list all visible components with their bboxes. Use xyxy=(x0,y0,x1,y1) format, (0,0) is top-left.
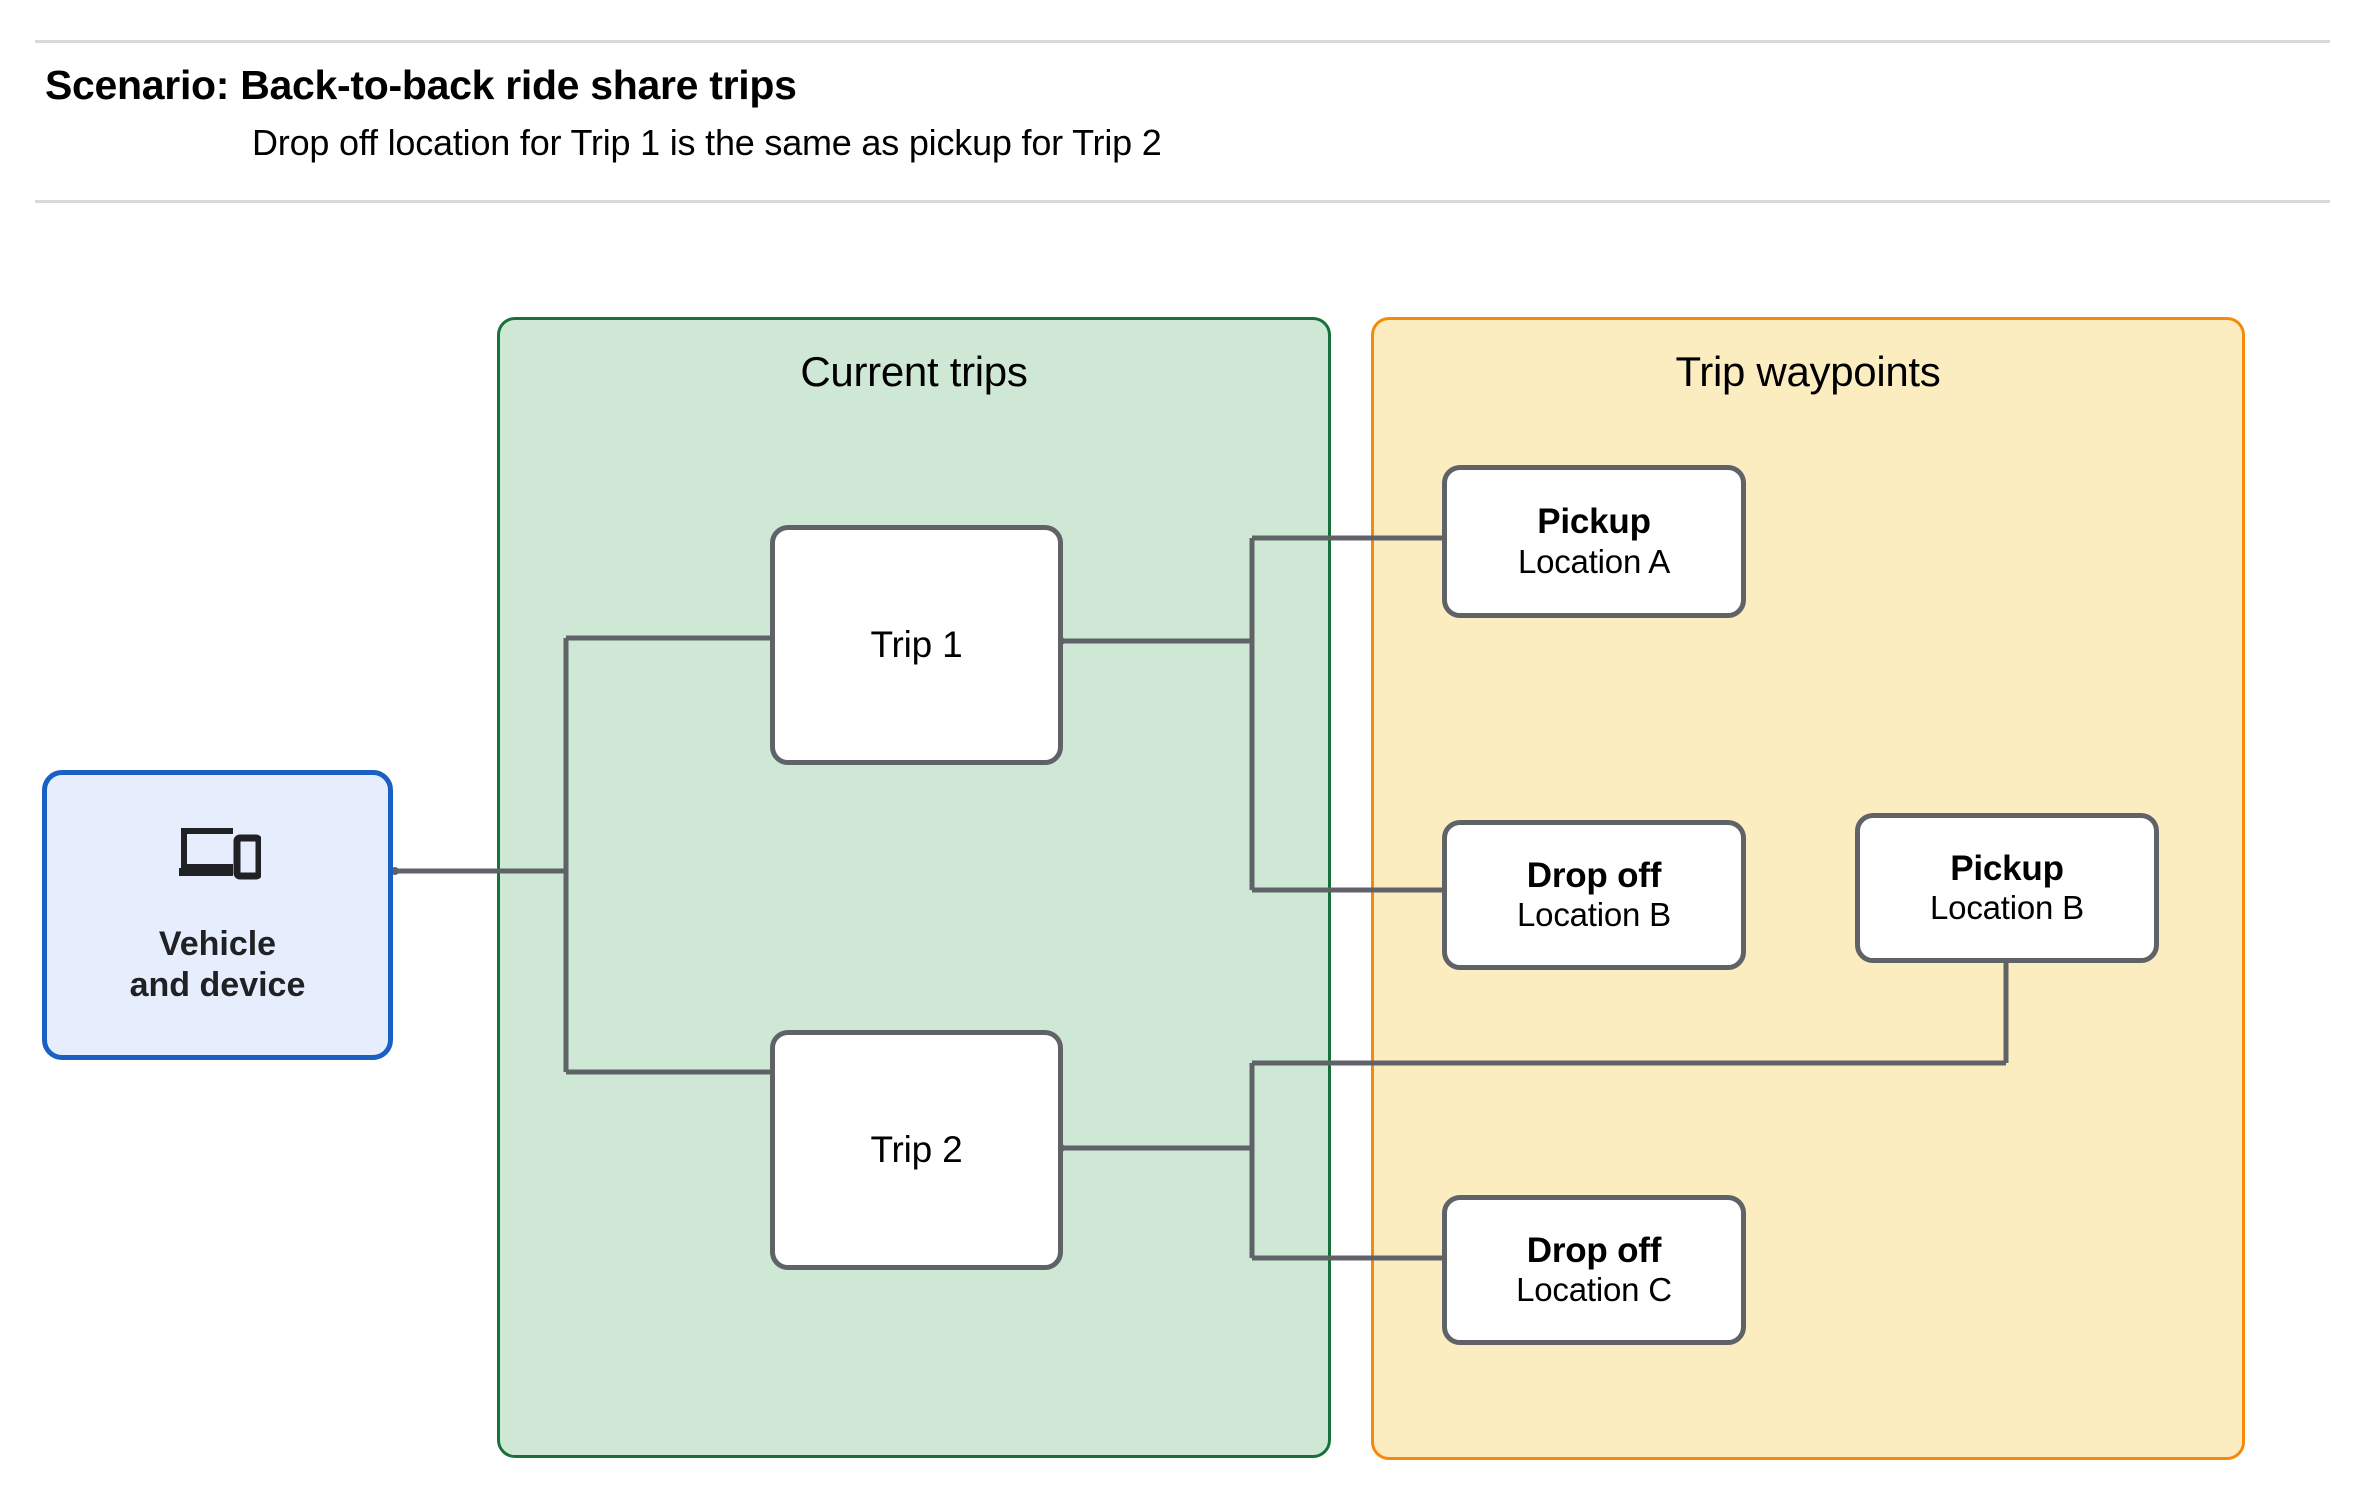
waypoint-type: Pickup xyxy=(1537,502,1651,542)
waypoint-location: Location B xyxy=(1517,896,1671,934)
node-waypoint-pickup-b[interactable]: Pickup Location B xyxy=(1855,813,2159,963)
node-vehicle-label: Vehicle and device xyxy=(129,924,306,1004)
waypoint-location: Location A xyxy=(1517,542,1671,580)
header-divider-bottom xyxy=(35,200,2330,203)
waypoint-type: Drop off xyxy=(1526,855,1662,895)
node-trip-1[interactable]: Trip 1 xyxy=(770,525,1063,765)
group-trip-waypoints-title: Trip waypoints xyxy=(1675,348,1941,395)
page-subtitle: Drop off location for Trip 1 is the same… xyxy=(252,122,1162,163)
node-waypoint-dropoff-c[interactable]: Drop off Location C xyxy=(1442,1195,1746,1345)
header-divider-top xyxy=(35,40,2330,43)
waypoint-location: Location B xyxy=(1930,889,2084,927)
node-trip-2-label: Trip 2 xyxy=(870,1129,963,1171)
page-title: Scenario: Back-to-back ride share trips xyxy=(45,62,797,108)
waypoint-type: Pickup xyxy=(1950,848,2064,888)
node-trip-2[interactable]: Trip 2 xyxy=(770,1030,1063,1270)
group-current-trips-title: Current trips xyxy=(800,348,1028,395)
node-waypoint-dropoff-b[interactable]: Drop off Location B xyxy=(1442,820,1746,970)
group-current-trips: Current trips xyxy=(497,317,1331,1458)
waypoint-location: Location C xyxy=(1516,1271,1672,1309)
node-waypoint-pickup-a[interactable]: Pickup Location A xyxy=(1442,465,1746,618)
waypoint-type: Drop off xyxy=(1526,1230,1662,1270)
node-vehicle-and-device[interactable]: Vehicle and device xyxy=(42,770,393,1060)
devices-icon xyxy=(175,824,261,882)
node-trip-1-label: Trip 1 xyxy=(870,624,963,666)
